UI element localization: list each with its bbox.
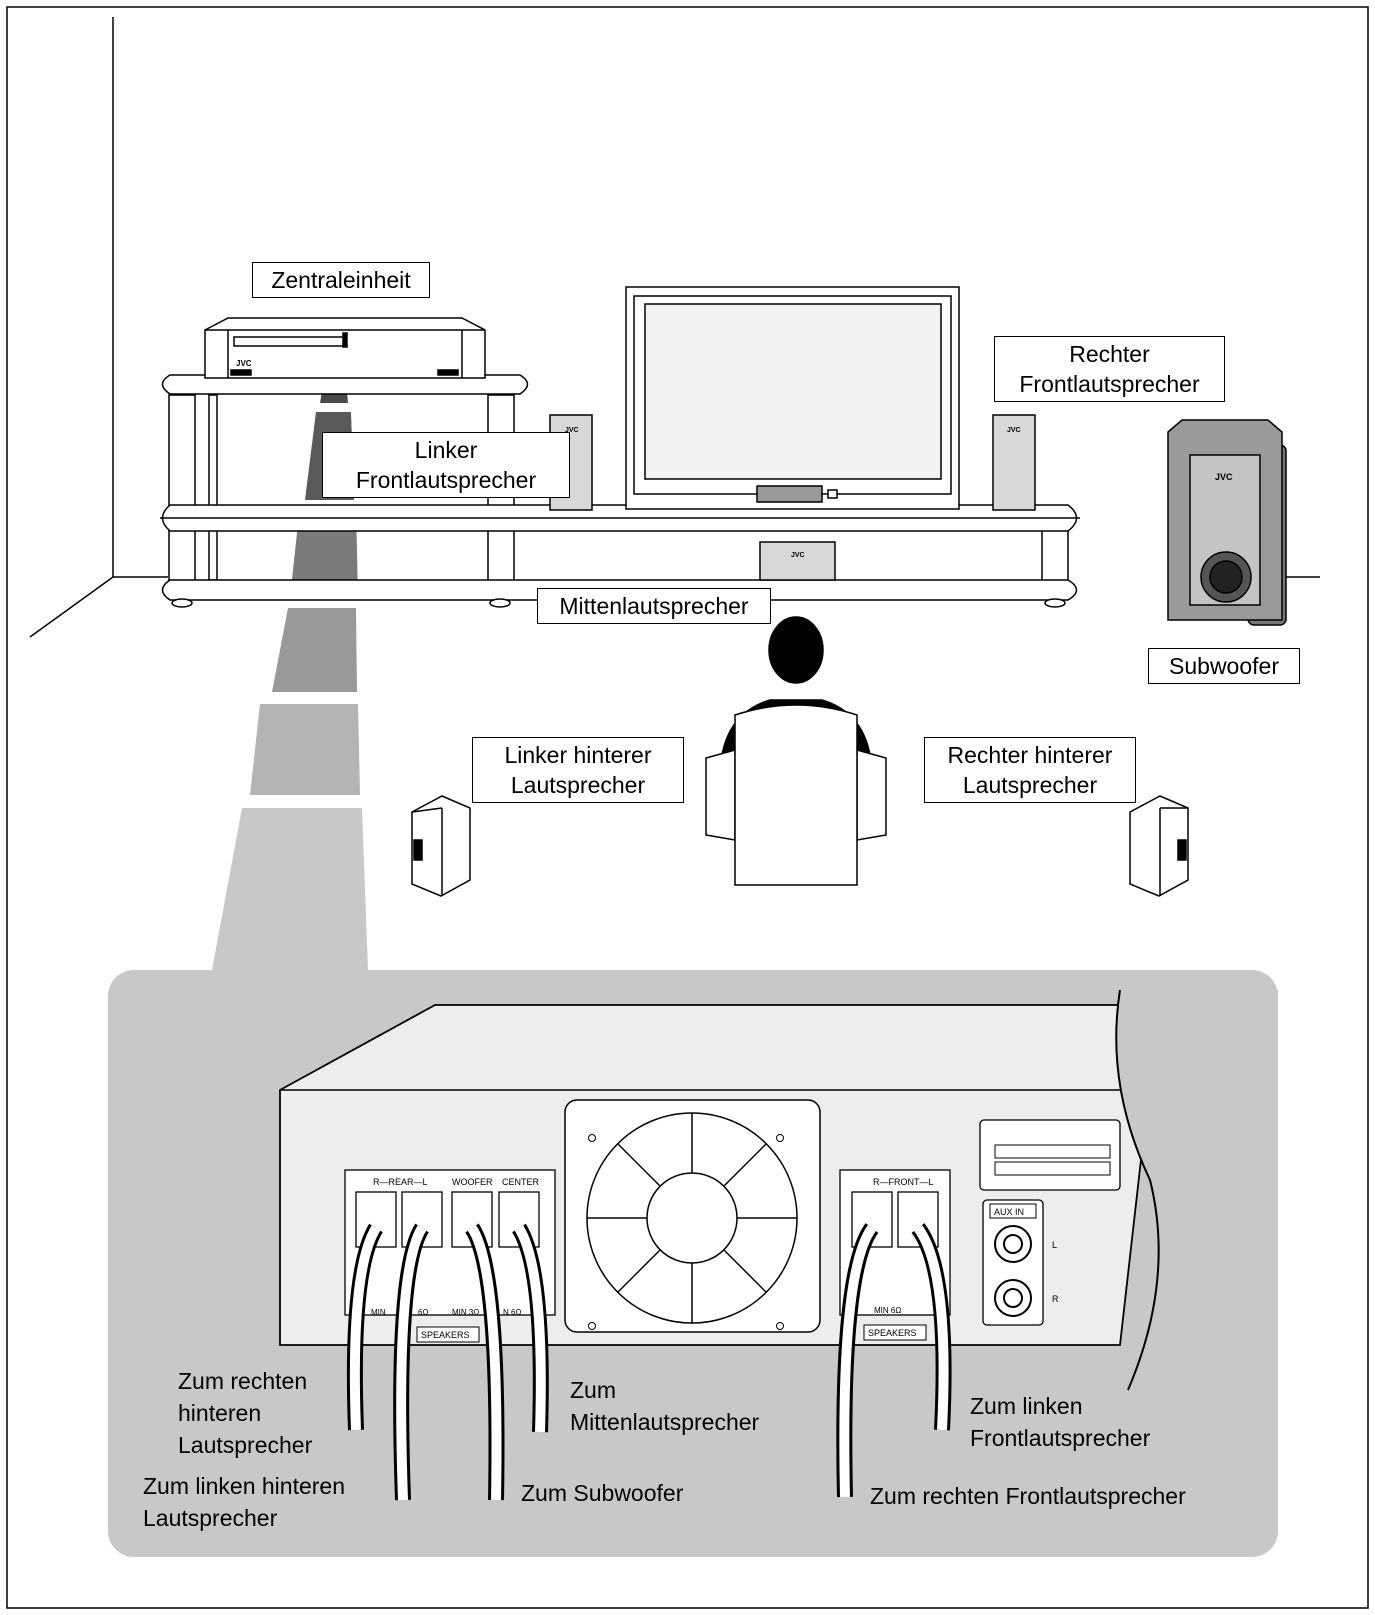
caption-to-right-front: Zum rechten Frontlautsprecher: [870, 1480, 1186, 1512]
aux-r-label: R: [1052, 1294, 1059, 1304]
woofer-label: WOOFER: [452, 1177, 493, 1187]
left-rear-speaker: [412, 796, 470, 896]
speakers-label-1: SPEAKERS: [421, 1330, 470, 1340]
right-front-speaker: JVC: [993, 415, 1035, 510]
min6-label-b: N 6Ω: [503, 1308, 521, 1317]
unit-brand-text: JVC: [236, 359, 252, 368]
min-label-a: MIN: [371, 1308, 386, 1317]
center-brand: JVC: [791, 552, 805, 559]
television: [626, 287, 959, 509]
center-term-label: CENTER: [502, 1177, 540, 1187]
min3-label: MIN 3Ω: [452, 1308, 479, 1317]
subwoofer-brand: JVC: [1215, 472, 1233, 482]
right-rear-speaker: [1130, 796, 1188, 896]
right-front-brand: JVC: [1007, 427, 1021, 434]
subwoofer-device: JVC: [1168, 420, 1286, 625]
label-main-unit: Zentraleinheit: [252, 262, 430, 298]
min6-front-label: MIN 6Ω: [874, 1306, 901, 1315]
rear-lr-label: R—REAR—L: [373, 1177, 428, 1187]
speakers-label-2: SPEAKERS: [868, 1328, 917, 1338]
listener-figure: [706, 617, 886, 885]
ohm-label-a: 6Ω: [418, 1308, 428, 1317]
aux-in-label: AUX IN: [994, 1207, 1024, 1217]
label-subwoofer: Subwoofer: [1148, 648, 1300, 684]
rear-panel-zoom: AUX IN L R R—REAR—L WOOFER CENTER SPEAKE…: [108, 970, 1278, 1557]
caption-to-subwoofer: Zum Subwoofer: [521, 1477, 683, 1509]
label-center-speaker: Mittenlautsprecher: [537, 588, 771, 624]
front-lr-label: R—FRONT—L: [873, 1177, 934, 1187]
main-unit-device: JVC: [205, 318, 485, 378]
center-speaker: JVC: [760, 542, 835, 580]
aux-l-label: L: [1052, 1240, 1057, 1250]
